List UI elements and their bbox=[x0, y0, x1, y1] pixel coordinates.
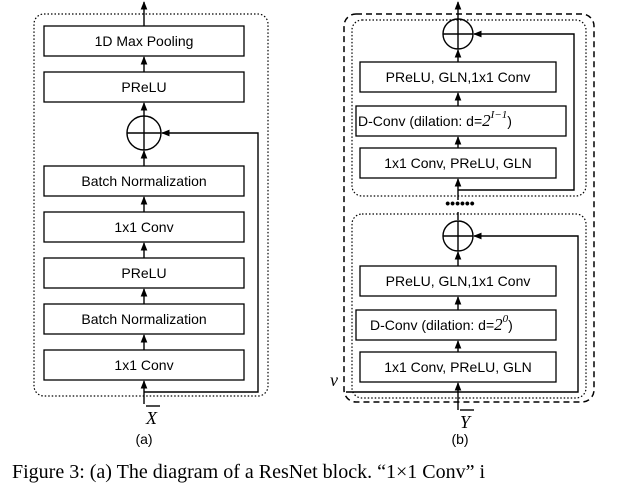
tcn-top-dconv-label: D-Conv (dilation: d=2I−1) bbox=[358, 109, 512, 130]
tcn-top-dconv-box bbox=[355, 105, 567, 137]
resnet-skip-connection bbox=[144, 129, 259, 393]
tcn-bottom-skip-connection bbox=[458, 232, 579, 393]
figure-caption: Figure 3: (a) The diagram of a ResNet bl… bbox=[12, 461, 485, 483]
resnet-prelu-top-box bbox=[43, 71, 245, 103]
tcn-input-label: Y bbox=[460, 412, 472, 432]
tcn-top-conv-prelu-gln-box bbox=[359, 147, 557, 179]
tcn-bottom-conv-prelu-gln-label: 1x1 Conv, PReLU, GLN bbox=[384, 359, 532, 375]
tcn-side-input-label: v bbox=[330, 370, 338, 390]
resnet-batchnorm-top-label: Batch Normalization bbox=[81, 173, 206, 189]
tcn-bottom-dconv-box bbox=[355, 309, 557, 341]
tcn-bottom-conv-prelu-gln-box bbox=[359, 351, 557, 383]
tcn-bottom-prelu-gln-conv-label: PReLU, GLN,1x1 Conv bbox=[386, 273, 531, 289]
resnet-subfigure-label: (a) bbox=[135, 431, 152, 447]
tcn-top-prelu-gln-conv-label: PReLU, GLN,1x1 Conv bbox=[386, 69, 531, 85]
resnet-conv-bottom-box bbox=[43, 349, 245, 381]
resnet-batchnorm-bottom-label: Batch Normalization bbox=[81, 311, 206, 327]
resnet-conv-bottom-label: 1x1 Conv bbox=[114, 357, 173, 373]
tcn-bottom-block-border bbox=[351, 213, 587, 399]
resnet-block: 1D Max Pooling PReLU Batch Normalization… bbox=[33, 1, 269, 447]
tcn-top-conv-prelu-gln-label: 1x1 Conv, PReLU, GLN bbox=[384, 155, 532, 171]
resnet-prelu-bottom-label: PReLU bbox=[121, 265, 166, 281]
resnet-block-border bbox=[33, 13, 269, 397]
resnet-maxpool-box bbox=[43, 25, 245, 57]
resnet-maxpool-label: 1D Max Pooling bbox=[95, 33, 194, 49]
resnet-conv-top-label: 1x1 Conv bbox=[114, 219, 173, 235]
resnet-batchnorm-top-box bbox=[43, 165, 245, 197]
tcn-block: PReLU, GLN,1x1 Conv D-Conv (dilation: d=… bbox=[330, 1, 595, 447]
resnet-prelu-top-label: PReLU bbox=[121, 79, 166, 95]
tcn-subfigure-label: (b) bbox=[451, 431, 468, 447]
tcn-outer-border bbox=[343, 13, 595, 403]
tcn-top-block-border bbox=[351, 19, 587, 197]
resnet-input-label: X bbox=[145, 408, 158, 428]
tcn-ellipsis: •••••• bbox=[445, 195, 475, 211]
tcn-bottom-dconv-label: D-Conv (dilation: d=20) bbox=[370, 313, 513, 334]
tcn-top-skip-connection bbox=[458, 30, 575, 191]
